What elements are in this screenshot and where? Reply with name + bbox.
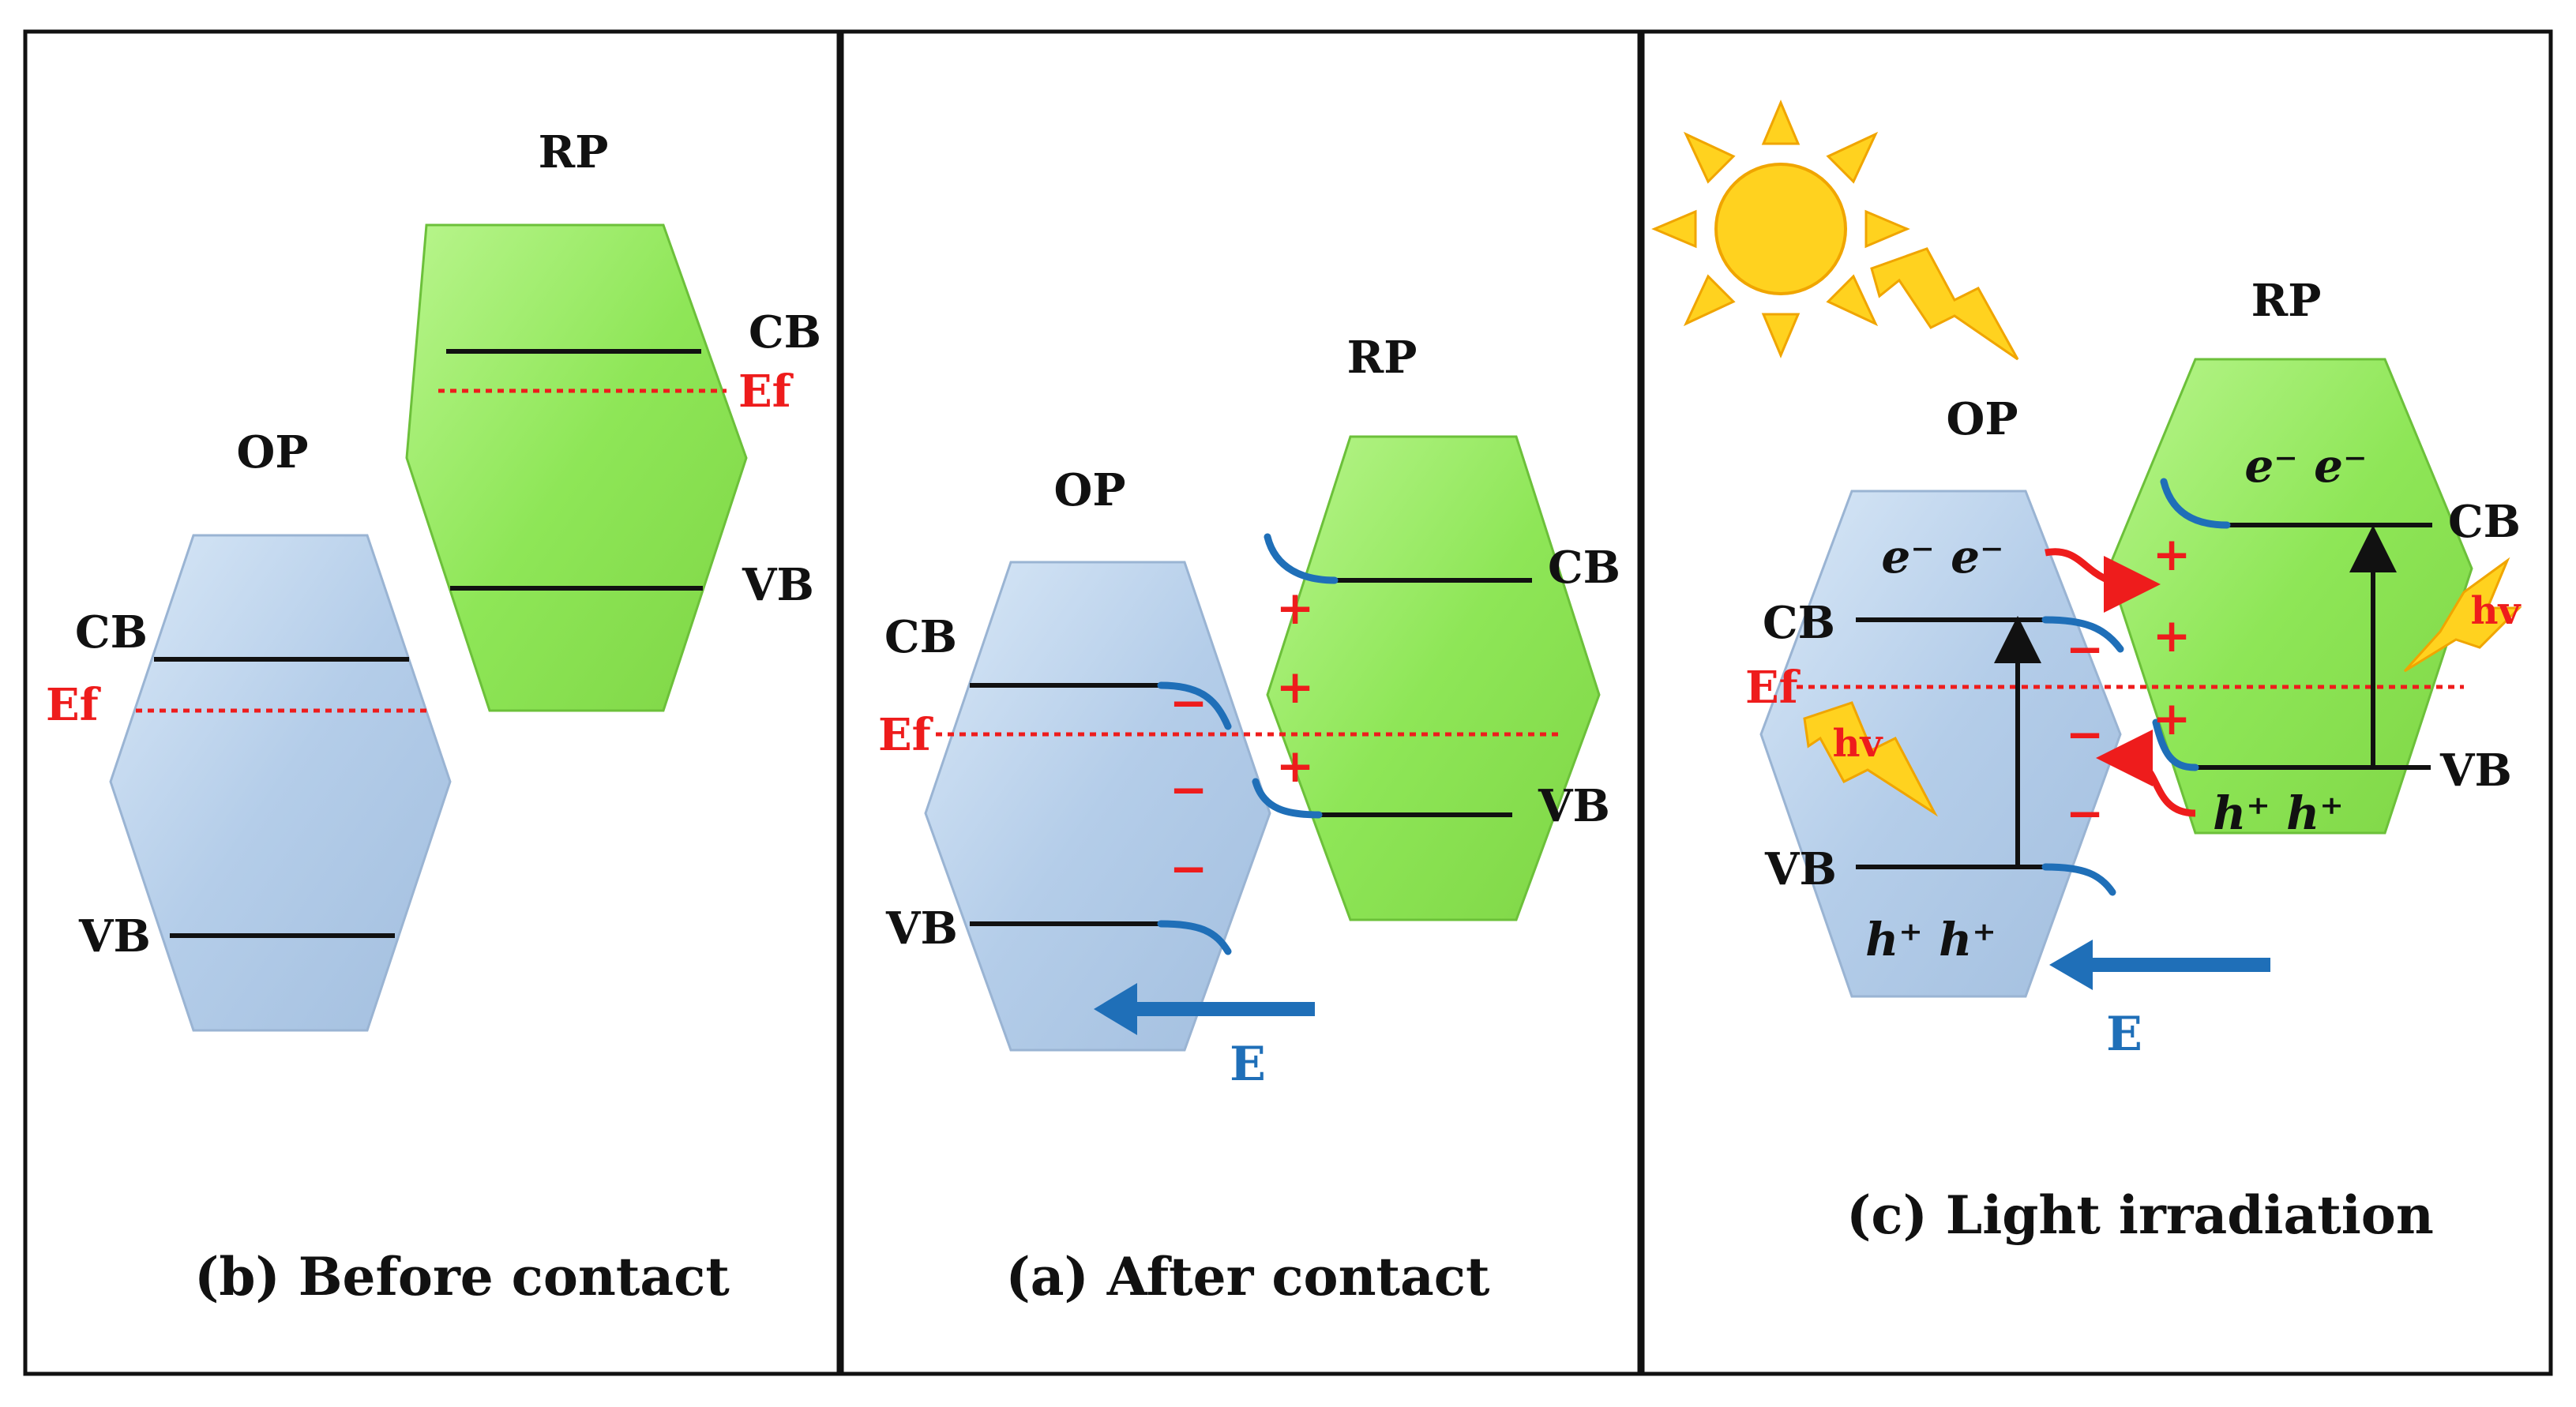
rp-cb-label: CB <box>1548 542 1620 594</box>
op-cb-label: CB <box>1763 597 1835 649</box>
field-arrow-head <box>2049 940 2093 990</box>
rp-vb-label: VB <box>2439 745 2512 797</box>
panel-after: + + + − − − E RP OP CB VB CB Ef VB (a) A… <box>878 332 1620 1308</box>
op-title: OP <box>1947 393 2018 445</box>
plus-charge: + <box>1276 660 1315 714</box>
hv-label: hv <box>1833 722 1884 766</box>
op-vb-label: VB <box>885 902 958 955</box>
panel-light-frame <box>1640 29 2553 1376</box>
caption-before: (b) Before contact <box>194 1246 730 1308</box>
panel-before: RP OP CB Ef VB CB Ef VB (b) Before conta… <box>46 126 821 1308</box>
rp-cb-label: CB <box>749 306 821 358</box>
op-cb-label: CB <box>75 606 148 658</box>
caption-light: (c) Light irradiation <box>1846 1184 2434 1246</box>
rp-title: RP <box>2251 275 2322 327</box>
rp-cb-label: CB <box>2448 496 2521 548</box>
op-vb-bend <box>1157 920 1232 955</box>
rp-vb-label: VB <box>1538 780 1610 832</box>
rp-cb-bend <box>2160 478 2231 529</box>
ef-label: Ef <box>1745 662 1801 714</box>
plus-charge: + <box>2153 692 2191 745</box>
op-ef-label: Ef <box>46 679 102 731</box>
op-cb-label: CB <box>884 611 957 663</box>
minus-charge: − <box>2066 786 2105 840</box>
minus-charge: − <box>1170 842 1208 895</box>
caption-after: (a) After contact <box>1006 1246 1490 1308</box>
rp-vb-bend <box>2152 719 2199 771</box>
rp-electrons: e⁻ e⁻ <box>2244 439 2367 493</box>
op-electrons: e⁻ e⁻ <box>1881 530 2003 583</box>
rp-vb-bend <box>1252 778 1323 819</box>
rp-vb-label: VB <box>742 559 814 611</box>
plus-charge: + <box>2153 609 2191 662</box>
op-vb-label: VB <box>78 910 151 962</box>
electron-transfer-arrow <box>2045 548 2161 613</box>
plus-charge: + <box>1276 739 1315 793</box>
rp-title: RP <box>539 126 609 178</box>
lightning-icon: hv <box>2403 557 2522 673</box>
op-title: OP <box>1054 464 1126 516</box>
minus-charge: − <box>2066 622 2105 676</box>
minus-charge: − <box>1170 676 1208 730</box>
op-vb-bend <box>2041 863 2116 896</box>
rp-hexagon <box>1266 435 1601 921</box>
field-label: E <box>1230 1037 1266 1092</box>
op-cb-bend <box>2041 616 2124 653</box>
panel-light: + + + − − − hv hv e⁻ e⁻ e⁻ e⁻ h⁺ h⁺ h⁺ h… <box>1651 99 2522 1246</box>
lightning-icon <box>1870 247 2019 361</box>
op-holes: h⁺ h⁺ <box>1865 913 1996 966</box>
field-label: E <box>2106 1007 2142 1062</box>
rp-ef-label: Ef <box>738 366 794 418</box>
hv-label: hv <box>2471 589 2522 633</box>
rp-title: RP <box>1347 332 1418 384</box>
rp-hexagon <box>405 223 748 712</box>
hole-transfer-arrow <box>2096 730 2196 817</box>
lightning-icon: hv <box>1803 701 1938 817</box>
op-hexagon <box>924 561 1271 1052</box>
minus-charge: − <box>2066 707 2105 761</box>
op-cb-bend <box>1157 681 1232 730</box>
rp-cb-bend <box>1264 533 1339 584</box>
panel-before-frame <box>23 29 841 1376</box>
sun-icon <box>1651 99 1910 358</box>
panel-after-frame <box>839 29 1642 1376</box>
rp-hexagon <box>2107 358 2473 835</box>
op-vb-label: VB <box>1764 843 1837 895</box>
rp-holes: h⁺ h⁺ <box>2213 786 2344 840</box>
minus-charge: − <box>1170 763 1208 816</box>
ef-label: Ef <box>878 709 934 761</box>
plus-charge: + <box>2153 527 2191 581</box>
op-hexagon <box>109 534 452 1032</box>
plus-charge: + <box>1276 581 1315 635</box>
op-title: OP <box>237 426 309 478</box>
field-arrow-head <box>1094 983 1137 1035</box>
